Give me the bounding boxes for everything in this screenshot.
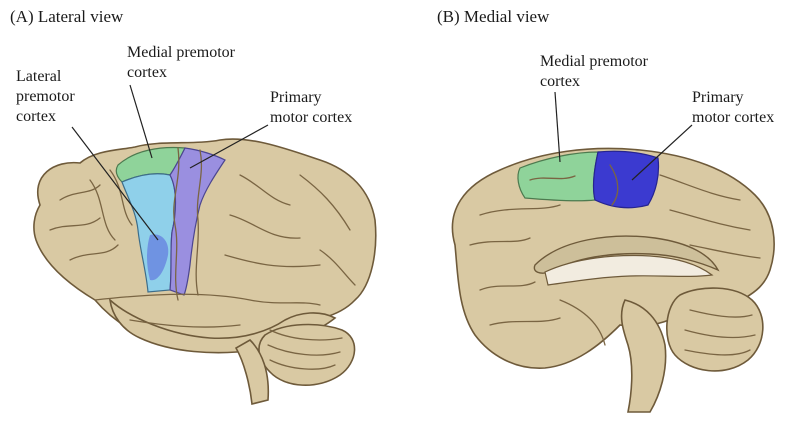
medial-primary-motor-area — [594, 151, 659, 207]
medial-view-brain — [452, 148, 774, 412]
medial-cerebellum — [667, 288, 763, 371]
leader-b-medial-premotor — [555, 92, 560, 162]
lateral-view-brain — [34, 139, 376, 404]
